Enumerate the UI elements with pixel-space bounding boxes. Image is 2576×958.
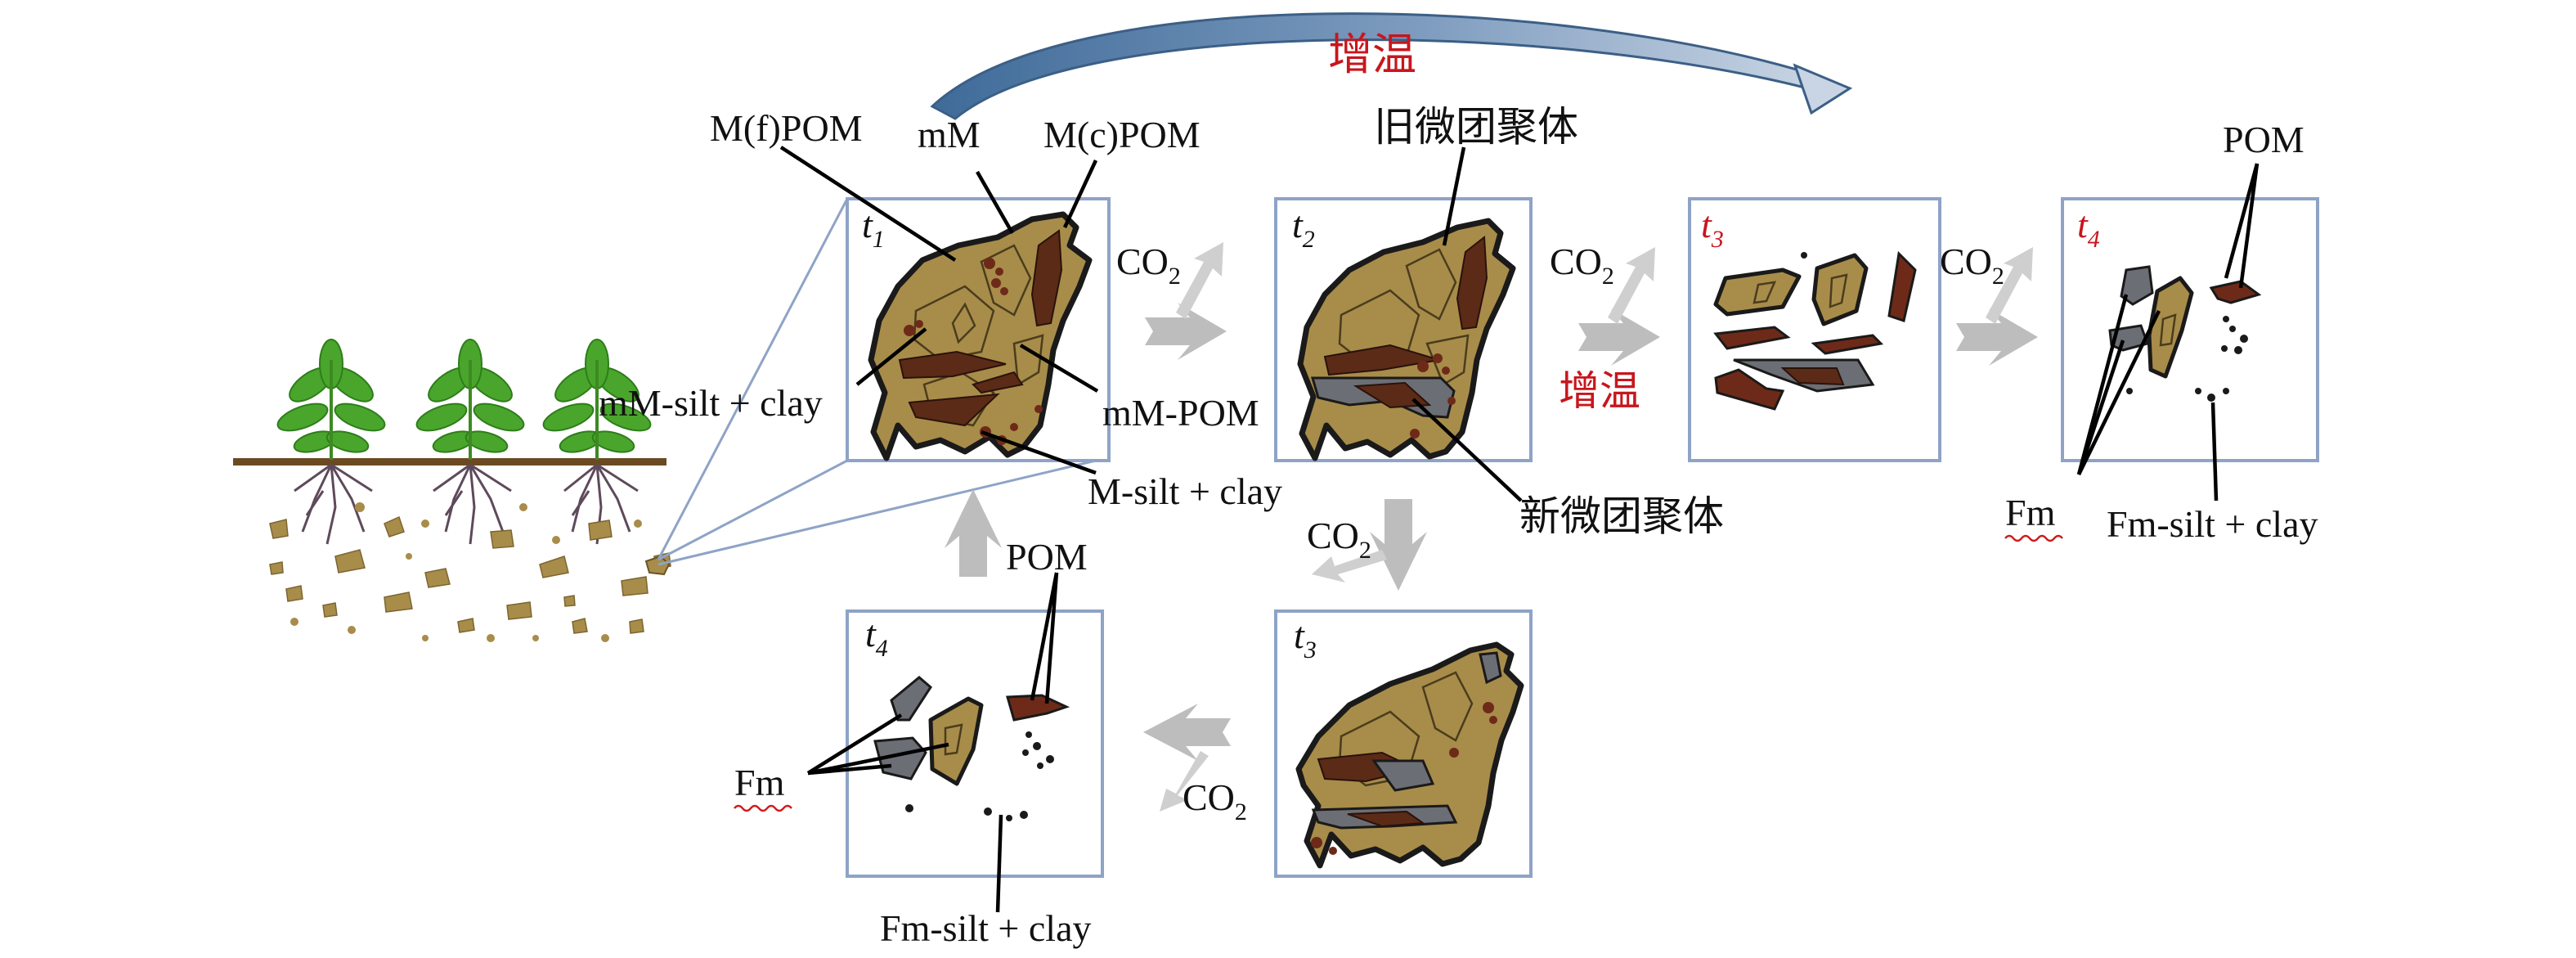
label-fm-silt-clay-right: Fm-silt + clay (2107, 503, 2318, 545)
aggregate-t2 (1297, 218, 1516, 461)
label-old-microaggregate: 旧微团聚体 (1374, 104, 1578, 150)
label-pom-right: POM (2223, 119, 2304, 160)
co2-label-2: CO2 (1550, 241, 1614, 290)
arrow-t2-t3-down (1312, 499, 1427, 591)
label-mm-pom: mM-POM (1102, 392, 1259, 434)
panel-t3 (1274, 609, 1533, 878)
aggregate-t3 (1295, 641, 1524, 869)
t3-label: t3 (1294, 614, 1317, 663)
arrow-t2-t3 (1578, 247, 1660, 366)
t2-label: t2 (1292, 204, 1315, 253)
t4-warming-label: t4 (2077, 204, 2100, 253)
plants-soil-illustration (233, 339, 671, 642)
label-new-microaggregate: 新微团聚体 (1519, 493, 1724, 539)
svg-text:CO2: CO2 (1183, 776, 1247, 825)
arrow-t3-t4 (1956, 247, 2038, 366)
zoom-lines (657, 198, 1097, 566)
warming-curve-arrow (930, 12, 1853, 120)
panel-t4-warming (2061, 197, 2319, 462)
panel-t2 (1274, 197, 1533, 462)
label-m-silt-clay: M-silt + clay (1088, 470, 1282, 512)
svg-text:CO2: CO2 (1940, 241, 2004, 290)
co2-label-5: CO2 (1183, 776, 1247, 825)
panel-t1 (846, 197, 1111, 462)
svg-text:CO2: CO2 (1550, 241, 1614, 290)
label-fm-right: Fm (2005, 492, 2056, 533)
t1-label: t1 (862, 204, 885, 253)
label-mm-silt-clay: mM-silt + clay (599, 382, 823, 424)
arrow-t1-t2 (1145, 242, 1227, 360)
panel-t4 (846, 609, 1104, 878)
arrow-t4-t1-up (945, 489, 1002, 577)
t4-label: t4 (865, 613, 888, 662)
label-mcpom: M(c)POM (1043, 114, 1200, 155)
label-fm-silt-clay-bottom: Fm-silt + clay (880, 907, 1091, 949)
co2-label-4: CO2 (1307, 515, 1371, 564)
co2-label-3: CO2 (1940, 241, 2004, 290)
warming-label-mid: 增温 (1559, 368, 1640, 414)
t3-warming-label: t3 (1701, 204, 1724, 253)
fragments-t4-warming (2108, 265, 2262, 402)
leader-lines (779, 146, 2260, 913)
arrow-t3-t4-left (1143, 704, 1231, 812)
label-pom-bottom: POM (1006, 536, 1088, 578)
label-mfpom: M(f)POM (710, 107, 863, 149)
svg-text:CO2: CO2 (1307, 515, 1371, 564)
fragments-t4 (873, 676, 1070, 821)
fragments-t3-warming (1713, 250, 1917, 411)
warming-label-top: 增温 (1328, 30, 1416, 79)
aggregate-t1 (868, 211, 1093, 461)
label-mm: mM (918, 114, 981, 155)
svg-text:CO2: CO2 (1116, 241, 1181, 290)
fm-underline-right (2004, 534, 2063, 542)
co2-label-1: CO2 (1116, 241, 1181, 290)
panel-t3-warming (1688, 197, 1941, 462)
fm-underline-bottom (734, 804, 792, 812)
label-fm-bottom: Fm (734, 762, 785, 803)
